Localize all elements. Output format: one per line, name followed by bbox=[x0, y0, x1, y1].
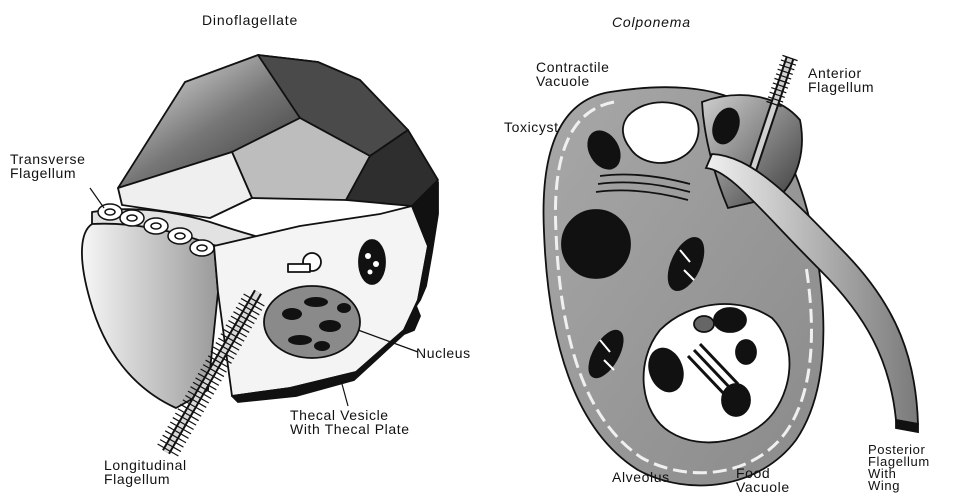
nucleus-chromosome bbox=[304, 297, 328, 307]
nucleus-label: Nucleus bbox=[416, 346, 471, 360]
dinoflagellate-cell bbox=[82, 55, 438, 408]
colponema-title: Colponema bbox=[612, 14, 691, 30]
nucleus-chromosome bbox=[314, 341, 330, 351]
contractile-vacuole-label: Contractile Vacuole bbox=[536, 60, 610, 88]
toxicyst-label: Toxicyst bbox=[504, 120, 559, 134]
nucleus-chromosome bbox=[337, 303, 351, 313]
mitochondrion-crista bbox=[368, 270, 373, 275]
colponema-nucleus bbox=[562, 210, 630, 278]
transverse-flagellum-label: Transverse Flagellum bbox=[10, 152, 86, 180]
anterior-flagellum-label: Anterior Flagellum bbox=[808, 66, 874, 94]
colponema-cell bbox=[544, 87, 824, 485]
nucleus-chromosome bbox=[319, 320, 341, 332]
contractile-vacuole bbox=[623, 102, 699, 163]
dinoflagellate-title: Dinoflagellate bbox=[202, 12, 298, 28]
transverse-flagellum-leader bbox=[90, 188, 104, 208]
food-vacuole-content bbox=[694, 316, 714, 332]
mitochondrion-crista bbox=[365, 253, 371, 259]
thecal-vesicle-leader bbox=[342, 384, 348, 406]
mitochondrion bbox=[359, 240, 385, 284]
flagellar-root bbox=[288, 264, 310, 272]
nucleus-chromosome bbox=[282, 308, 302, 320]
food-vacuole-label: Food Vacuole bbox=[736, 466, 790, 494]
nucleus bbox=[264, 286, 360, 358]
food-vacuole-content bbox=[736, 340, 756, 364]
food-vacuole-content bbox=[722, 384, 750, 416]
food-vacuole-content bbox=[714, 308, 746, 332]
mitochondrion-crista bbox=[373, 261, 379, 267]
alveolus-label: Alveolus bbox=[612, 470, 670, 484]
thecal-vesicle-label: Thecal Vesicle With Thecal Plate bbox=[290, 408, 410, 436]
longitudinal-flagellum-label: Longitudinal Flagellum bbox=[104, 458, 187, 486]
posterior-flagellum-label: Posterior Flagellum With Wing bbox=[868, 444, 930, 492]
nucleus-chromosome bbox=[288, 335, 312, 345]
